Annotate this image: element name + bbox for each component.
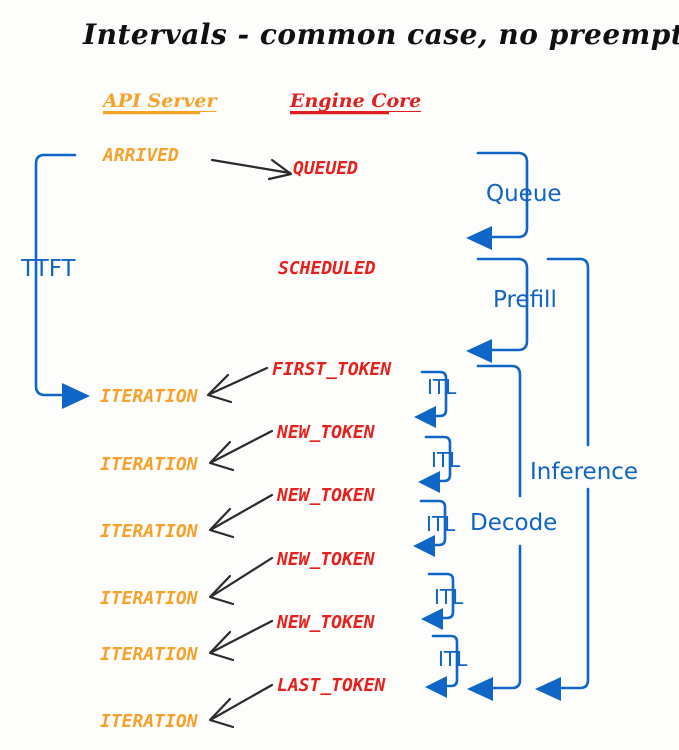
state-scheduled: SCHEDULED (278, 258, 376, 279)
diagram-title: Intervals - common case, no preemptions (83, 18, 679, 51)
state-iteration-5: ITERATION (100, 644, 198, 665)
state-iteration-4: ITERATION (100, 588, 198, 609)
interval-label-itl-5: ITL (438, 647, 468, 671)
state-last-token: LAST_TOKEN (277, 675, 386, 696)
interval-label-queue: Queue (486, 181, 562, 207)
arrow-new-token-to-iteration-4 (208, 556, 274, 606)
interval-label-inference: Inference (530, 459, 639, 485)
state-new-token-3: NEW_TOKEN (277, 549, 375, 570)
interval-label-itl-2: ITL (431, 448, 461, 472)
interval-label-prefill: Prefill (493, 287, 557, 313)
interval-label-decode: Decode (470, 510, 558, 536)
interval-label-itl-3: ITL (426, 512, 456, 536)
state-new-token-4: NEW_TOKEN (277, 612, 375, 633)
column-header-api-server: API Server (103, 90, 217, 112)
state-first-token: FIRST_TOKEN (272, 359, 392, 380)
interval-label-itl-4: ITL (434, 585, 464, 609)
interval-label-ttft: TTFT (21, 256, 76, 282)
state-new-token-2: NEW_TOKEN (277, 485, 375, 506)
state-iteration-2: ITERATION (100, 454, 198, 475)
arrow-new-token-to-iteration-3 (208, 493, 274, 539)
state-iteration-6: ITERATION (100, 711, 198, 732)
state-iteration-1: ITERATION (100, 386, 198, 407)
arrow-last-token-to-iteration-6 (208, 683, 274, 729)
state-queued: QUEUED (293, 158, 359, 179)
arrow-new-token-to-iteration-2 (208, 429, 274, 472)
state-iteration-3: ITERATION (100, 521, 198, 542)
arrow-arrived-to-queued (210, 158, 293, 181)
arrow-new-token-to-iteration-5 (208, 619, 274, 662)
bracket-ttft (34, 153, 90, 409)
interval-label-itl-1: ITL (427, 375, 457, 399)
state-new-token-1: NEW_TOKEN (277, 422, 375, 443)
column-header-engine-core: Engine Core (290, 90, 422, 112)
state-arrived: ARRIVED (103, 145, 179, 166)
arrow-first-token-to-iteration-1 (206, 366, 269, 404)
